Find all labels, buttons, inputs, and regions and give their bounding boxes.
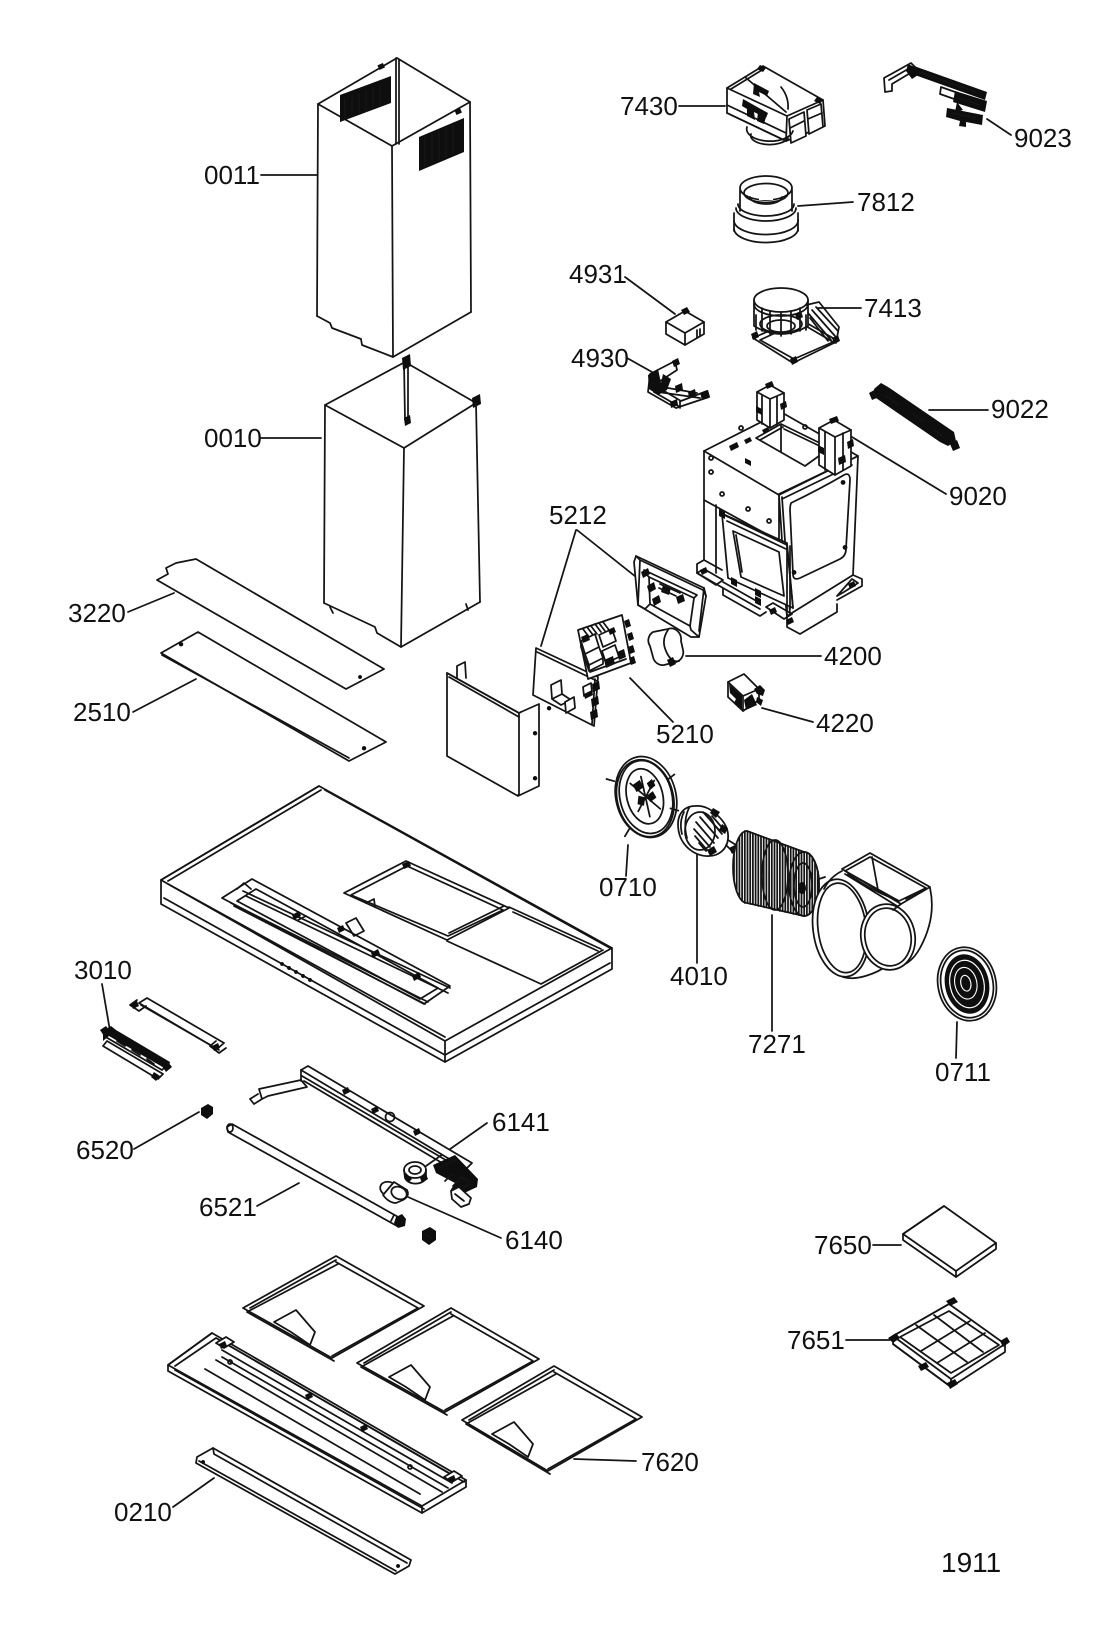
svg-text:9022: 9022 [991,394,1049,424]
svg-text:7650: 7650 [814,1230,872,1260]
svg-text:4220: 4220 [816,708,874,738]
svg-text:0710: 0710 [599,872,657,902]
svg-text:0010: 0010 [204,423,262,453]
svg-text:9023: 9023 [1014,123,1072,153]
svg-text:4930: 4930 [571,343,629,373]
svg-text:7651: 7651 [787,1325,845,1355]
svg-text:0711: 0711 [935,1057,991,1087]
svg-text:7620: 7620 [641,1447,699,1477]
svg-text:6521: 6521 [199,1192,257,1222]
svg-text:7812: 7812 [857,187,915,217]
svg-text:9020: 9020 [949,481,1007,511]
svg-text:4200: 4200 [824,641,882,671]
svg-text:7271: 7271 [748,1029,806,1059]
svg-text:3010: 3010 [74,955,132,985]
svg-text:7430: 7430 [620,91,678,121]
svg-text:5212: 5212 [549,500,607,530]
svg-text:6520: 6520 [76,1135,134,1165]
svg-text:3220: 3220 [68,598,126,628]
svg-text:7413: 7413 [864,293,922,323]
svg-text:5210: 5210 [656,719,714,749]
svg-text:4931: 4931 [569,259,627,289]
svg-text:4010: 4010 [670,961,728,991]
svg-text:2510: 2510 [73,697,131,727]
svg-text:1911: 1911 [941,1547,1001,1578]
svg-text:6140: 6140 [505,1225,563,1255]
svg-text:0210: 0210 [114,1497,172,1527]
svg-text:6141: 6141 [492,1107,550,1137]
svg-text:0011: 0011 [204,160,260,190]
